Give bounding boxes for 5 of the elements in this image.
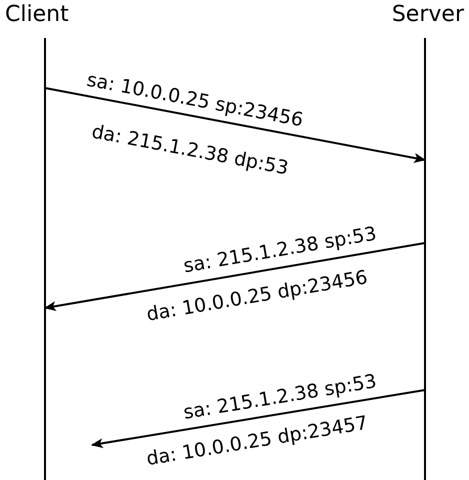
- message-arrow: [44, 242, 426, 312]
- participant-label: Server: [392, 2, 464, 27]
- message-arrow: [44, 87, 426, 163]
- participant-label: Client: [5, 2, 69, 27]
- message-arrow: [91, 389, 426, 448]
